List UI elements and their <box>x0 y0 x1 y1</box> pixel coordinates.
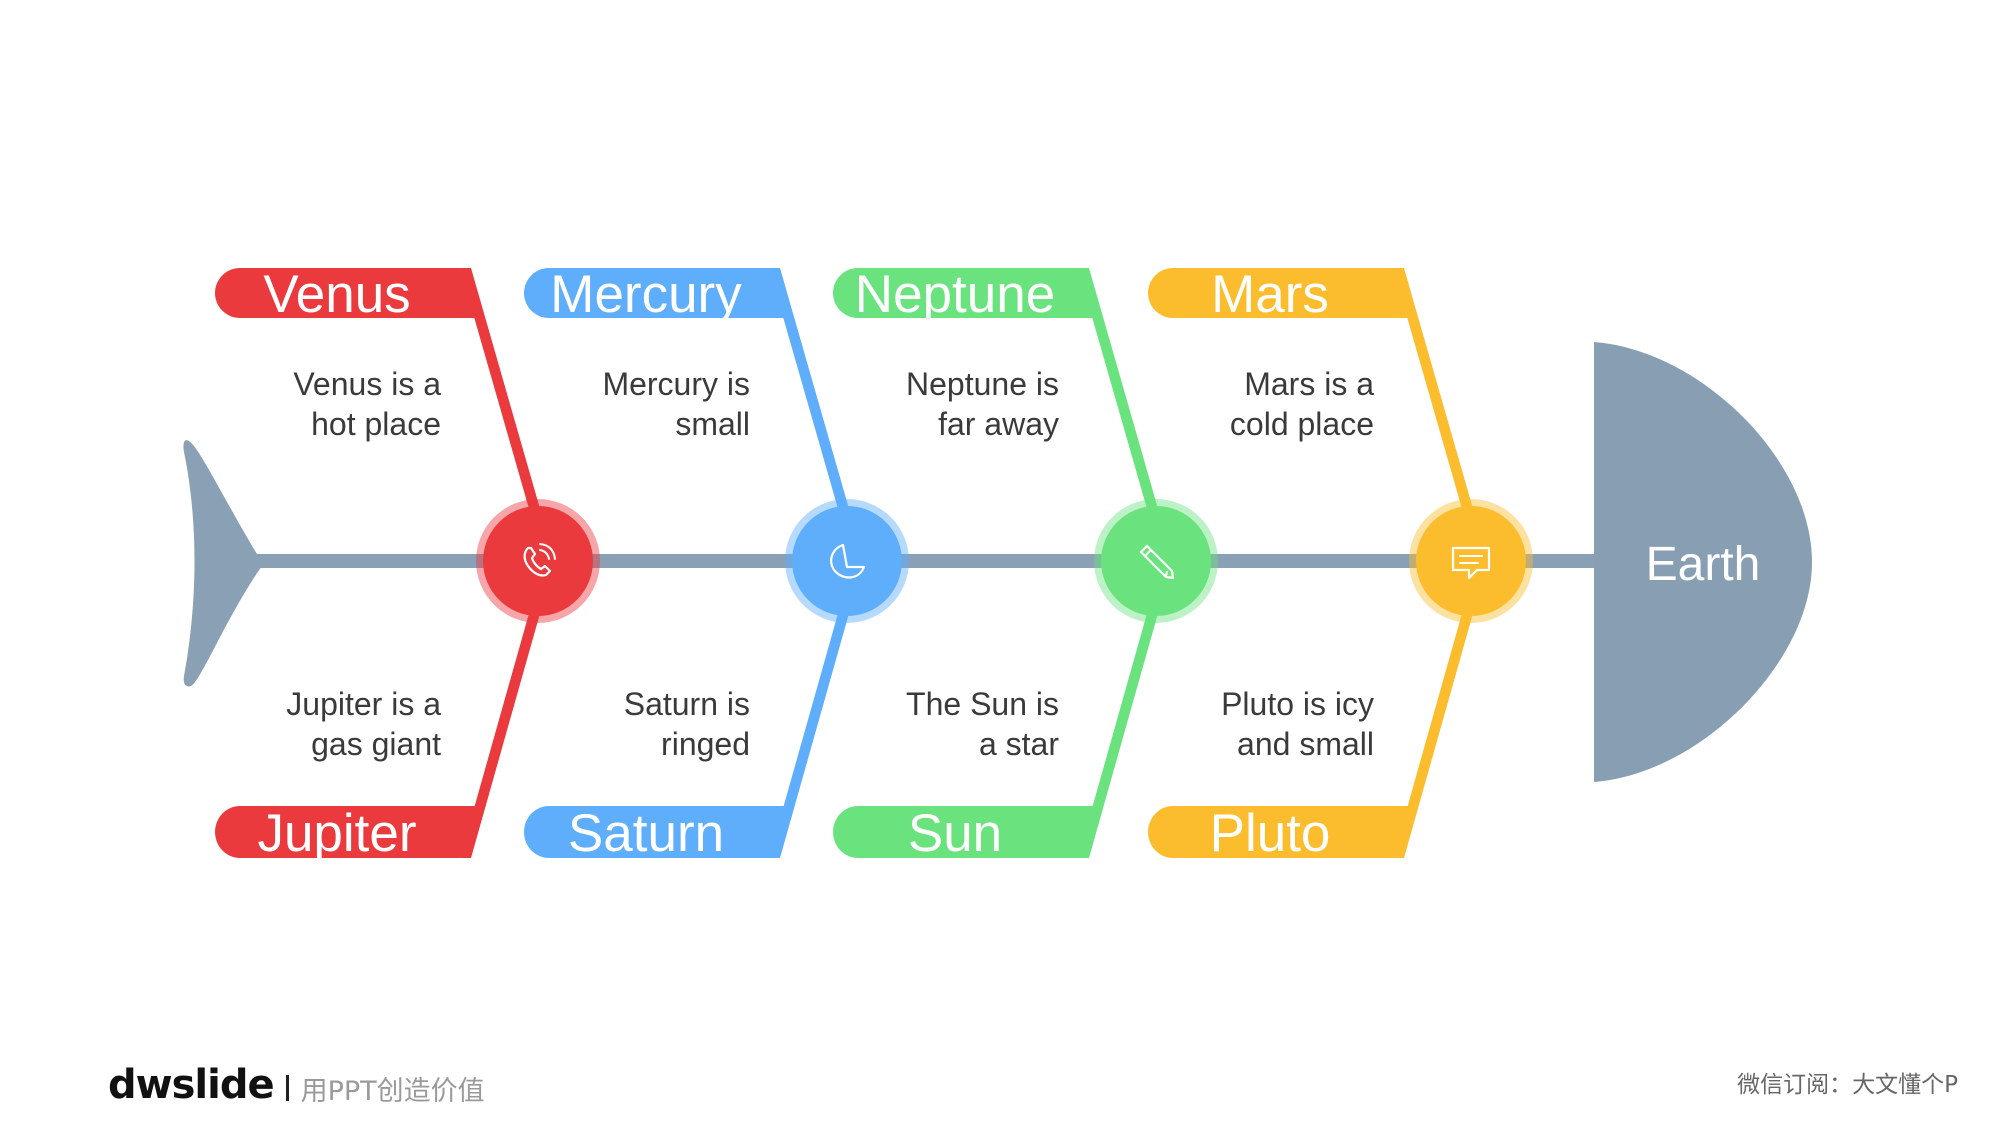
head-label-earth: Earth <box>1646 538 1761 591</box>
bottom-desc-pluto-2: and small <box>1237 726 1374 762</box>
bottom-bone-jupiter <box>460 601 544 858</box>
top-bone-mars <box>1393 268 1477 521</box>
phone-icon <box>523 543 556 577</box>
top-desc-mars-1: Mars is a <box>1244 366 1374 402</box>
brand-logo: dwslide <box>108 1062 275 1108</box>
subscription-note: 微信订阅：大文懂个P <box>1737 1072 1958 1098</box>
node-3 <box>1101 506 1211 616</box>
top-desc-neptune-1: Neptune is <box>906 366 1059 402</box>
top-desc-mars-2: cold place <box>1230 406 1374 442</box>
bottom-bone-sun <box>1078 601 1162 858</box>
top-desc-mercury-2: small <box>675 406 750 442</box>
fish-tail <box>183 440 262 687</box>
footer-bar: dwslide 用PPT创造价值 微信订阅：大文懂个P <box>0 1020 2000 1125</box>
top-tag-label-venus: Venus <box>263 265 410 324</box>
top-tag-mercury <box>524 268 787 318</box>
bottom-tag-label-pluto: Pluto <box>1210 804 1331 863</box>
bottom-tag-label-saturn: Saturn <box>568 804 724 863</box>
chat-icon <box>1451 546 1491 580</box>
bottom-tag-jupiter <box>215 806 478 858</box>
bottom-tag-label-sun: Sun <box>908 804 1002 863</box>
bottom-desc-saturn-1: Saturn is <box>624 686 750 722</box>
top-bone-venus <box>460 268 544 521</box>
bottom-tag-pluto <box>1148 806 1411 858</box>
bottom-tag-saturn <box>524 806 787 858</box>
moon-clock-icon <box>830 543 866 579</box>
pencil-icon <box>1139 544 1175 580</box>
top-desc-venus-1: Venus is a <box>293 366 441 402</box>
bottom-desc-saturn-2: ringed <box>661 726 750 762</box>
bottom-desc-sun-1: The Sun is <box>906 686 1059 722</box>
bottom-desc-jupiter-1: Jupiter is a <box>286 686 441 722</box>
bottom-desc-jupiter-2: gas giant <box>311 726 441 762</box>
fish-head <box>1594 342 1812 782</box>
bottom-desc-sun-2: a star <box>979 726 1059 762</box>
bottom-bone-saturn <box>769 601 853 858</box>
bottom-desc-pluto-1: Pluto is icy <box>1221 686 1374 722</box>
top-tag-label-neptune: Neptune <box>855 265 1055 324</box>
top-bone-neptune <box>1078 268 1162 521</box>
top-desc-venus-2: hot place <box>311 406 441 442</box>
bottom-tag-label-jupiter: Jupiter <box>257 804 416 863</box>
top-bone-mercury <box>769 268 853 521</box>
node-1 <box>483 506 593 616</box>
top-desc-neptune-2: far away <box>938 406 1059 442</box>
bottom-tag-sun <box>833 806 1096 858</box>
brand: dwslide 用PPT创造价值 <box>108 1062 485 1108</box>
top-tag-label-mercury: Mercury <box>550 265 742 324</box>
brand-divider <box>285 1075 289 1101</box>
top-desc-mercury-1: Mercury is <box>602 366 750 402</box>
fish-spine <box>255 554 1607 568</box>
top-tag-neptune <box>833 268 1096 318</box>
top-tag-mars <box>1148 268 1411 318</box>
top-tag-venus <box>215 268 478 318</box>
node-4 <box>1416 506 1526 616</box>
brand-slogan: 用PPT创造价值 <box>300 1075 485 1107</box>
top-tag-label-mars: Mars <box>1211 265 1329 324</box>
bottom-bone-pluto <box>1393 601 1477 858</box>
